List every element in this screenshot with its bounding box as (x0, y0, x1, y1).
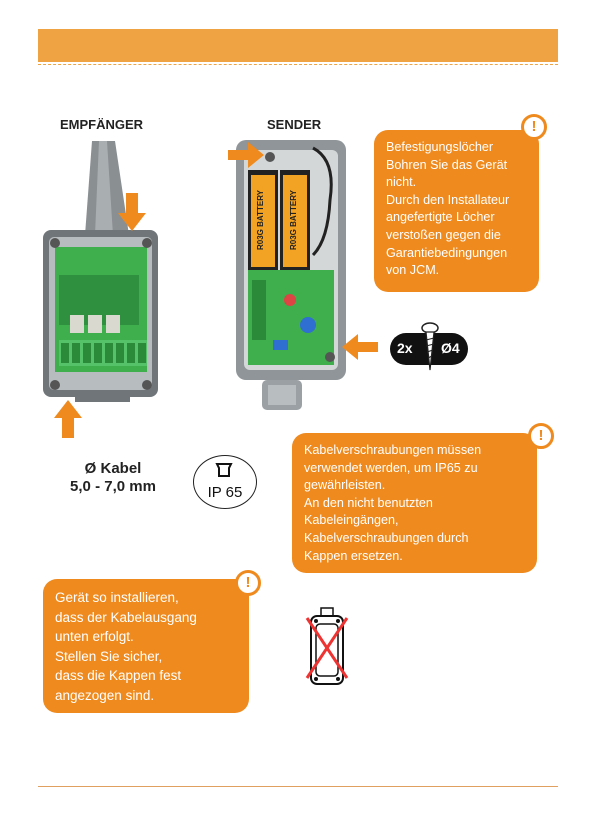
callout-glands-line: Kappen ersetzen. (304, 548, 403, 563)
callout-drilling-line: angefertigte Löcher (386, 210, 495, 225)
cable-spec: Ø Kabel 5,0 - 7,0 mm (58, 460, 168, 496)
warning-icon: ! (528, 423, 554, 449)
screw-icon (421, 322, 439, 371)
receiver-label: EMPFÄNGER (60, 117, 144, 132)
callout-install-line: dass der Kabelausgang (55, 609, 197, 625)
footer-divider (38, 786, 558, 787)
battery-label-1: R03G BATTERY (256, 189, 265, 250)
screw-count: 2x (397, 340, 413, 356)
cap-icon (215, 463, 233, 477)
callout-glands-line: Kabelverschraubungen durch (304, 530, 469, 545)
callout-drilling-line: nicht. (386, 175, 417, 190)
callout-install-line: angezogen sind. (55, 687, 155, 703)
callout-glands-line: verwendet werden, um IP65 zu (304, 460, 478, 475)
callout-drilling-line: Garantiebedingungen (386, 245, 508, 260)
callout-install-warning: Gerät so installieren, dass der Kabelaus… (43, 579, 249, 713)
callout-drilling-line: Befestigungslöcher (386, 140, 494, 154)
sender-device-illustration: R03G BATTERY R03G BATTERY (228, 140, 378, 410)
callout-glands-line: An den nicht benutzten (304, 495, 433, 510)
wrong-orientation-icon (305, 607, 349, 685)
cable-spec-range: 5,0 - 7,0 mm (70, 478, 156, 495)
callout-glands-line: gewährleisten. (304, 478, 386, 493)
sender-label: SENDER (267, 117, 322, 132)
screw-size: Ø4 (441, 340, 460, 356)
receiver-device-illustration (43, 141, 158, 438)
callout-install-line: dass die Kappen fest (55, 668, 182, 684)
ip65-text: IP 65 (207, 484, 243, 501)
cable-spec-title: Ø Kabel (84, 460, 142, 477)
callout-install-line: Stellen Sie sicher, (55, 648, 163, 664)
callout-install-line: Gerät so installieren, (55, 590, 179, 605)
battery-label-2: R03G BATTERY (289, 189, 298, 250)
callout-glands-line: Kabeleingängen, (304, 513, 399, 528)
callout-glands-line: Kabelverschraubungen müssen (304, 443, 482, 457)
header-bar (38, 29, 558, 62)
callout-drilling-line: verstoßen gegen die (386, 227, 501, 242)
callout-drilling-warning: Befestigungslöcher Bohren Sie das Gerät … (374, 130, 539, 292)
warning-icon: ! (235, 570, 261, 596)
callout-drilling-line: Durch den Installateur (386, 192, 510, 207)
warning-icon: ! (521, 114, 547, 140)
callout-install-line: unten erfolgt. (55, 629, 134, 645)
callout-glands-warning: Kabelverschraubungen müssen verwendet we… (292, 433, 537, 573)
header-divider (38, 64, 558, 65)
callout-drilling-line: Bohren Sie das Gerät (386, 157, 508, 172)
callout-drilling-line: von JCM. (386, 263, 440, 278)
